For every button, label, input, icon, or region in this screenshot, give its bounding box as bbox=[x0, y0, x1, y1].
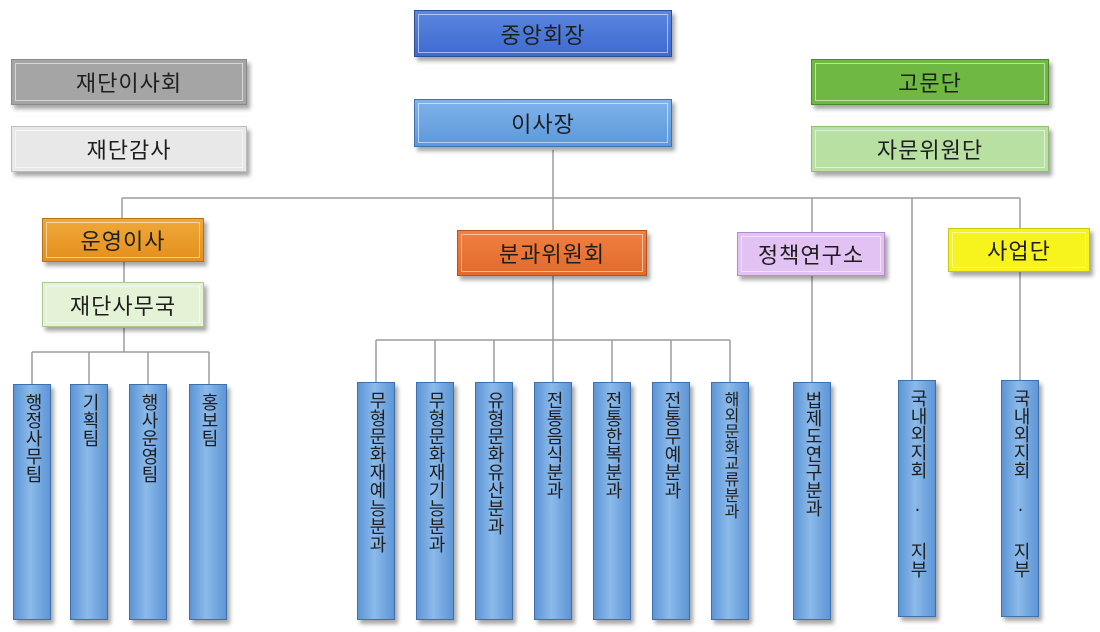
business-unit-column: 국내외지회 · 지부 bbox=[1001, 380, 1039, 617]
team-label: 홍보팀 bbox=[198, 393, 219, 447]
audit-label: 재단감사 bbox=[86, 139, 172, 164]
business-unit-label: 국내외지회 · 지부 bbox=[1010, 389, 1031, 578]
division-label: 전통음식분과 bbox=[543, 391, 564, 499]
secretariat-box: 재단사무국 bbox=[42, 282, 204, 327]
business-box: 사업단 bbox=[948, 228, 1090, 272]
division-column: 전통무예분과 bbox=[652, 382, 690, 620]
policy-unit-label: 법제도연구분과 bbox=[802, 391, 823, 517]
team-column: 행사운영팀 bbox=[129, 384, 167, 620]
division-label: 무형문화재기능분과 bbox=[425, 391, 446, 553]
policy-institute-box: 정책연구소 bbox=[737, 232, 885, 276]
team-label: 행정사무팀 bbox=[22, 393, 43, 483]
division-column: 유형문화유산분과 bbox=[475, 382, 513, 620]
division-column: 해외문화교류분과 bbox=[711, 382, 749, 620]
board-label: 재단이사회 bbox=[75, 72, 183, 97]
division-label: 전통무예분과 bbox=[661, 391, 682, 499]
committees-label: 분과위원회 bbox=[498, 243, 606, 268]
president-box: 이사장 bbox=[414, 99, 672, 147]
advisors-box: 고문단 bbox=[811, 59, 1049, 105]
division-label: 유형문화유산분과 bbox=[484, 391, 505, 535]
team-label: 기획팀 bbox=[79, 393, 100, 447]
operations-label: 운영이사 bbox=[80, 230, 166, 255]
chairman-label: 중앙회장 bbox=[500, 23, 586, 49]
president-label: 이사장 bbox=[511, 113, 575, 138]
team-label: 행사운영팀 bbox=[138, 393, 159, 483]
division-label: 해외문화교류분과 bbox=[721, 391, 740, 519]
audit-box: 재단감사 bbox=[11, 126, 247, 172]
division-column: 전통음식분과 bbox=[534, 382, 572, 620]
advisory-committee-box: 자문위원단 bbox=[811, 126, 1049, 172]
division-label: 무형문화재예능분과 bbox=[366, 391, 387, 553]
advisors-label: 고문단 bbox=[898, 72, 962, 97]
board-box: 재단이사회 bbox=[11, 59, 247, 105]
division-label: 전통한복분과 bbox=[602, 391, 623, 499]
operations-box: 운영이사 bbox=[42, 218, 204, 262]
team-column: 홍보팀 bbox=[189, 384, 227, 620]
business-label: 사업단 bbox=[987, 240, 1051, 265]
policy-institute-label: 정책연구소 bbox=[757, 244, 865, 269]
division-column: 무형문화재기능분과 bbox=[416, 382, 454, 620]
chairman-box: 중앙회장 bbox=[414, 10, 672, 57]
committees-box: 분과위원회 bbox=[457, 230, 647, 276]
team-column: 기획팀 bbox=[70, 384, 108, 620]
team-column: 행정사무팀 bbox=[13, 384, 51, 620]
business-unit-label: 국내외지회 · 지부 bbox=[907, 389, 928, 578]
division-column: 무형문화재예능분과 bbox=[357, 382, 395, 620]
business-unit-column: 국내외지회 · 지부 bbox=[898, 380, 936, 617]
advisory-committee-label: 자문위원단 bbox=[876, 139, 984, 164]
secretariat-label: 재단사무국 bbox=[69, 294, 177, 320]
policy-unit-column: 법제도연구분과 bbox=[793, 382, 831, 620]
division-column: 전통한복분과 bbox=[593, 382, 631, 620]
